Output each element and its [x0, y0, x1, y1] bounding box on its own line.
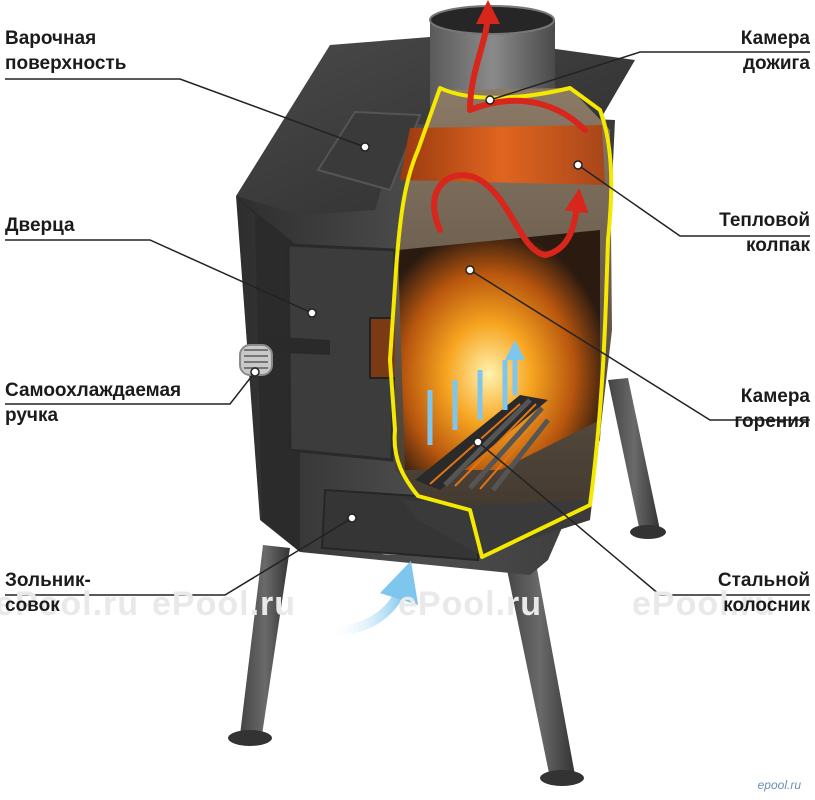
air-flow-arrows	[329, 350, 515, 637]
cutaway-outline	[388, 86, 614, 559]
leader-lines	[5, 51, 810, 596]
cutaway-interior	[395, 88, 612, 555]
stove-legs	[228, 378, 666, 786]
watermark: ePool.ru	[632, 585, 777, 623]
hot-gas-arrows	[431, 0, 589, 258]
watermark: ePool.ru	[152, 585, 297, 623]
watermark: ePool.ru	[0, 585, 140, 623]
handle-spring	[239, 344, 273, 376]
label-door: Дверца	[5, 215, 75, 236]
corner-watermark: epool.ru	[757, 778, 801, 792]
stove-door	[262, 243, 399, 462]
label-ash-pan: Зольник-совок	[5, 570, 91, 616]
watermark: ePool.ru	[398, 585, 543, 623]
